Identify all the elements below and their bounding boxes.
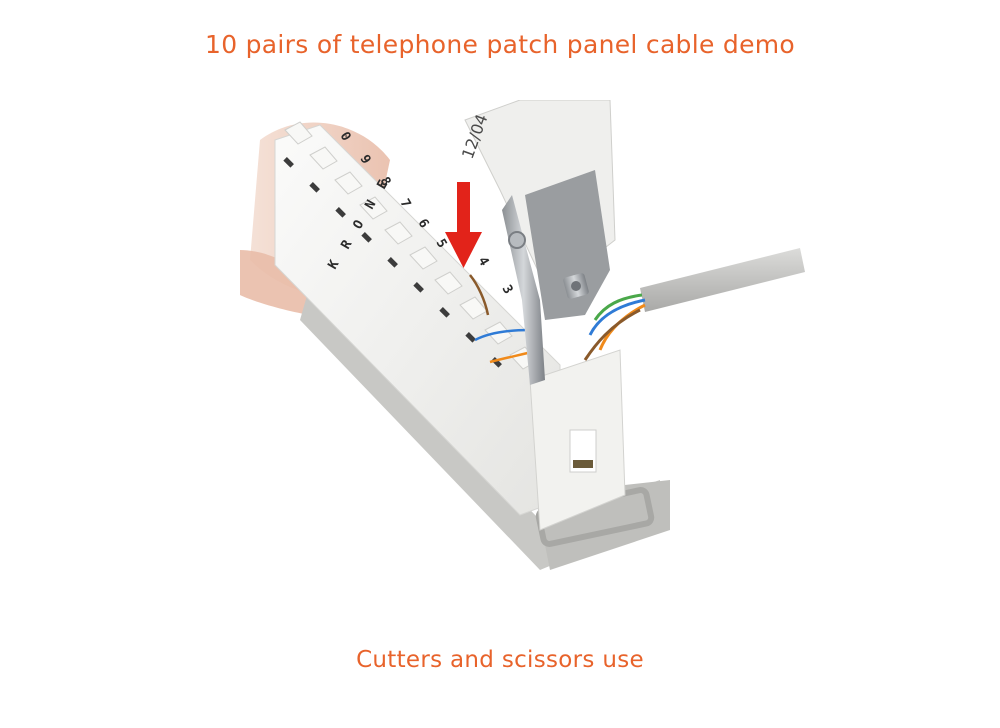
product-photo: 0 9 8 7 6 5 4 3 K R O N E [240,100,820,610]
slot-label-4: 4 [475,255,492,269]
red-arrow-icon [445,182,482,268]
page-title: 10 pairs of telephone patch panel cable … [204,30,796,59]
slot-label-3: 3 [499,283,516,297]
module-teeth [284,121,538,370]
lsa-module [274,121,626,531]
insertion-tool: 12/04 [458,100,616,385]
photo-caption: Cutters and scissors use [356,647,644,673]
